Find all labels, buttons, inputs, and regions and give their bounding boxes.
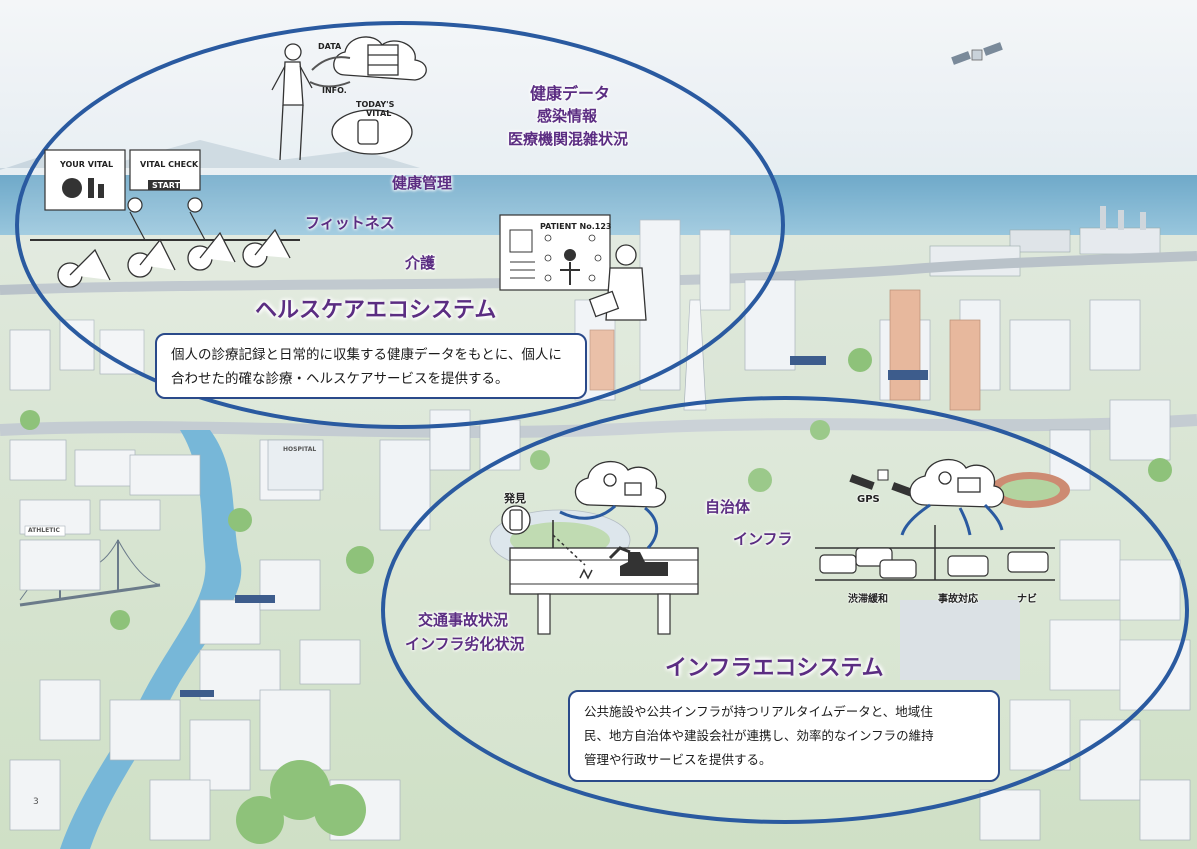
- page-number: 3: [33, 797, 39, 807]
- label-hospital-congestion: 医療機関混雑状況: [508, 130, 629, 148]
- road-maintenance-illustration: [509, 520, 699, 635]
- cyclists: [127, 197, 206, 241]
- report-arrow: [559, 504, 617, 520]
- vital-watch-icon: [331, 109, 413, 155]
- label-health-data: 健康データ: [530, 84, 611, 103]
- label-congestion-relief: 渋滞緩和: [848, 594, 888, 605]
- healthcare-description-box: 個人の診療記録と日常的に収集する健康データをもとに、個人に 合わせた的確な診療・…: [155, 333, 587, 399]
- label-accident-response: 事故対応: [938, 594, 978, 605]
- cloud-data-icon: [333, 36, 427, 81]
- healthcare-description-line-2: 合わせた的確な診療・ヘルスケアサービスを提供する。: [171, 371, 509, 387]
- your-vital-label: YOUR VITAL: [60, 160, 114, 169]
- smartphone-icon: [501, 505, 531, 535]
- exercise-bike-icon: [57, 228, 291, 288]
- vital-check-label: VITAL CHECK: [140, 160, 199, 169]
- buildings-left: [9, 319, 401, 841]
- healthcare-description-line-1: 個人の診療記録と日常的に収集する健康データをもとに、個人に: [171, 347, 562, 363]
- label-municipality: 自治体: [705, 498, 751, 516]
- hospital-building: [267, 439, 324, 491]
- traffic-arrows: [900, 503, 1004, 536]
- highway-2: [0, 414, 1197, 438]
- operator-cloud-icon: [574, 460, 667, 508]
- label-traffic-accident: 交通事故状況: [418, 611, 509, 629]
- patient-record-board: [499, 214, 611, 291]
- info-label: INFO.: [322, 86, 347, 95]
- infrastructure-description-box: 公共施設や公共インフラが持つリアルタイムデータと、地域住 民、地方自治体や建設会…: [568, 690, 1000, 782]
- infrastructure-description-line-1: 公共施設や公共インフラが持つリアルタイムデータと、地域住: [584, 704, 933, 719]
- label-infection-info: 感染情報: [537, 107, 598, 125]
- brick-buildings: [589, 289, 981, 411]
- highway: [0, 251, 1197, 295]
- trees: [20, 348, 1172, 844]
- healthcare-ellipse: [15, 21, 785, 429]
- label-infra: インフラ: [733, 530, 793, 548]
- car-icon: [819, 547, 1049, 579]
- todays-vital-label: TODAY'S: [356, 100, 395, 109]
- detect-arrow: [552, 534, 586, 566]
- fitness-area: [30, 149, 300, 288]
- hospital-sign: HOSPITAL: [283, 446, 317, 453]
- solar-panels: [180, 356, 928, 697]
- infrastructure-description-line-2: 民、地方自治体や建設会社が連携し、効率的なインフラの維持: [584, 728, 934, 743]
- label-gps: GPS: [857, 494, 880, 505]
- label-navi: ナビ: [1017, 594, 1037, 605]
- info-arrow: [309, 81, 351, 88]
- athletic-sign: ATHLETIC: [28, 527, 60, 534]
- excavator-icon: [620, 552, 668, 576]
- label-fitness: フィットネス: [305, 214, 395, 232]
- infrastructure-description-line-3: 管理や行政サービスを提供する。: [584, 752, 772, 767]
- healthcare-ecosystem-title: ヘルスケアエコシステム: [255, 298, 497, 323]
- patient-number-label: PATIENT No.123: [540, 222, 612, 231]
- satellite-icon: [951, 42, 1003, 65]
- start-button-label: START: [152, 181, 181, 190]
- person-with-watch-icon: [271, 43, 313, 161]
- buildings-bottom-right: [979, 539, 1191, 841]
- label-health-management: 健康管理: [392, 174, 453, 192]
- label-nursing-care: 介護: [405, 254, 436, 272]
- vital-label: VITAL: [366, 109, 392, 118]
- infrastructure-ecosystem-title: インフラエコシステム: [665, 656, 884, 681]
- label-infra-deterioration: インフラ劣化状況: [405, 635, 525, 653]
- doctor-icon: [588, 244, 647, 321]
- traffic-illustration: [815, 525, 1055, 581]
- label-discovery: 発見: [504, 492, 526, 505]
- traffic-center-cloud-icon: [909, 458, 1005, 508]
- parking-lot: [900, 600, 1020, 680]
- dispatch-arrow: [644, 506, 659, 550]
- data-label: DATA: [318, 42, 342, 51]
- data-arrow: [311, 56, 351, 71]
